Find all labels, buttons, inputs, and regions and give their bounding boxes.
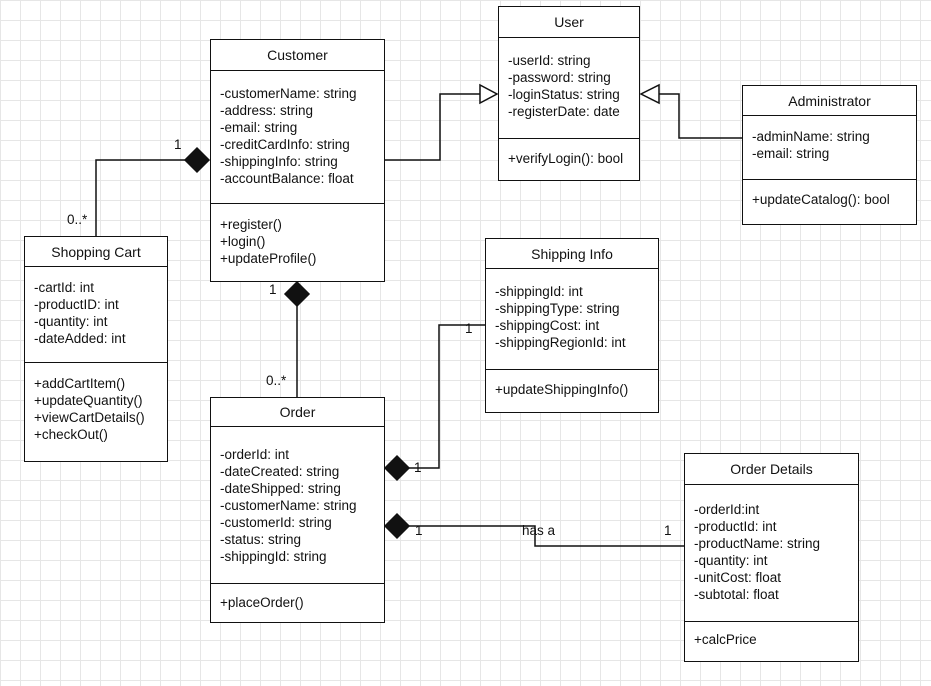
attribute-list: -shippingId: int -shippingType: string -… (486, 269, 658, 370)
attribute: -password: string (508, 70, 611, 85)
attribute: -registerDate: date (508, 104, 620, 119)
attribute: -accountBalance: float (220, 171, 354, 186)
customer-user-inheritance-arrow (479, 83, 499, 105)
attribute: -shippingId: int (495, 284, 583, 299)
operation: +placeOrder() (220, 595, 304, 610)
operation: +updateQuantity() (34, 393, 143, 408)
attribute: -loginStatus: string (508, 87, 620, 102)
attribute: -dateShipped: string (220, 481, 341, 496)
attribute: -shippingCost: int (495, 318, 600, 333)
class-customer[interactable]: Customer -customerName: string -address:… (210, 39, 385, 282)
operation: +viewCartDetails() (34, 410, 145, 425)
attribute: -productId: int (694, 519, 777, 534)
operation: +checkOut() (34, 427, 108, 442)
attribute: -email: string (220, 120, 298, 135)
customer-cart-composition-diamond (183, 146, 211, 174)
multiplicity-label: 0..* (266, 373, 287, 388)
operation: +addCartItem() (34, 376, 126, 391)
attribute: -orderId: int (220, 447, 290, 462)
attribute: -customerName: string (220, 86, 357, 101)
operation: +updateProfile() (220, 251, 317, 266)
class-administrator[interactable]: Administrator -adminName: string -email:… (742, 85, 917, 225)
attribute: -dateCreated: string (220, 464, 340, 479)
attribute-list: -userId: string -password: string -login… (499, 38, 639, 139)
customer-order-composition-diamond (283, 280, 311, 308)
attribute: -userId: string (508, 53, 591, 68)
attribute: -subtotal: float (694, 587, 779, 602)
attribute: -shippingId: string (220, 549, 327, 564)
multiplicity-label: 1 (465, 321, 473, 336)
operation-list: +register() +login() +updateProfile() (211, 204, 384, 267)
class-user[interactable]: User -userId: string -password: string -… (498, 6, 640, 181)
operation-list: +calcPrice (685, 622, 858, 648)
administrator-user-generalization-line (659, 93, 742, 139)
operation-list: +placeOrder() (211, 584, 384, 611)
attribute: -adminName: string (752, 129, 870, 144)
administrator-user-inheritance-arrow (639, 83, 660, 105)
attribute-list: -adminName: string -email: string (743, 116, 916, 180)
attribute: -creditCardInfo: string (220, 137, 350, 152)
class-name: User (499, 7, 639, 38)
attribute-list: -cartId: int -productID: int -quantity: … (25, 267, 167, 363)
class-order-details[interactable]: Order Details -orderId:int -productId: i… (684, 453, 859, 662)
attribute: -email: string (752, 146, 830, 161)
operation: +updateShippingInfo() (495, 382, 629, 397)
order-details-composition-diamond (383, 512, 411, 540)
operation-list: +addCartItem() +updateQuantity() +viewCa… (25, 363, 167, 443)
attribute-list: -customerName: string -address: string -… (211, 71, 384, 204)
class-order[interactable]: Order -orderId: int -dateCreated: string… (210, 397, 385, 623)
attribute: -address: string (220, 103, 314, 118)
class-name: Shipping Info (486, 239, 658, 269)
multiplicity-label: 0..* (67, 212, 88, 227)
operation: +calcPrice (694, 632, 757, 647)
operation-list: +updateCatalog(): bool (743, 180, 916, 208)
attribute: -shippingInfo: string (220, 154, 338, 169)
attribute: -cartId: int (34, 280, 95, 295)
class-name: Order (211, 398, 384, 427)
class-name: Customer (211, 40, 384, 71)
attribute: -quantity: int (694, 553, 768, 568)
attribute: -quantity: int (34, 314, 108, 329)
operation: +register() (220, 217, 282, 232)
operation: +updateCatalog(): bool (752, 192, 890, 207)
attribute: -shippingType: string (495, 301, 620, 316)
attribute: -customerName: string (220, 498, 357, 513)
order-details-composition-line (409, 525, 685, 547)
customer-cart-composition-line (95, 159, 185, 237)
operation: +login() (220, 234, 266, 249)
multiplicity-label: 1 (414, 460, 422, 475)
attribute: -dateAdded: int (34, 331, 126, 346)
attribute-list: -orderId: int -dateCreated: string -date… (211, 427, 384, 584)
attribute: -unitCost: float (694, 570, 782, 585)
operation-list: +verifyLogin(): bool (499, 139, 639, 167)
multiplicity-label: 1 (415, 523, 423, 538)
multiplicity-label: 1 (269, 282, 277, 297)
class-name: Order Details (685, 454, 858, 485)
attribute: -productName: string (694, 536, 821, 551)
attribute: -shippingRegionId: int (495, 335, 626, 350)
customer-user-generalization-line (384, 93, 480, 161)
multiplicity-label: 1 (664, 523, 672, 538)
order-shipping-composition-line (409, 324, 485, 469)
attribute: -status: string (220, 532, 302, 547)
operation-list: +updateShippingInfo() (486, 370, 658, 398)
attribute: -orderId:int (694, 502, 760, 517)
class-name: Shopping Cart (25, 237, 167, 267)
attribute: -customerId: string (220, 515, 332, 530)
attribute: -productID: int (34, 297, 119, 312)
class-shipping-info[interactable]: Shipping Info -shippingId: int -shipping… (485, 238, 659, 413)
class-name: Administrator (743, 86, 916, 116)
attribute-list: -orderId:int -productId: int -productNam… (685, 485, 858, 622)
multiplicity-label: 1 (174, 137, 182, 152)
class-shopping-cart[interactable]: Shopping Cart -cartId: int -productID: i… (24, 236, 168, 462)
association-label: has a (522, 523, 556, 538)
operation: +verifyLogin(): bool (508, 151, 624, 166)
order-shipping-composition-diamond (383, 454, 411, 482)
